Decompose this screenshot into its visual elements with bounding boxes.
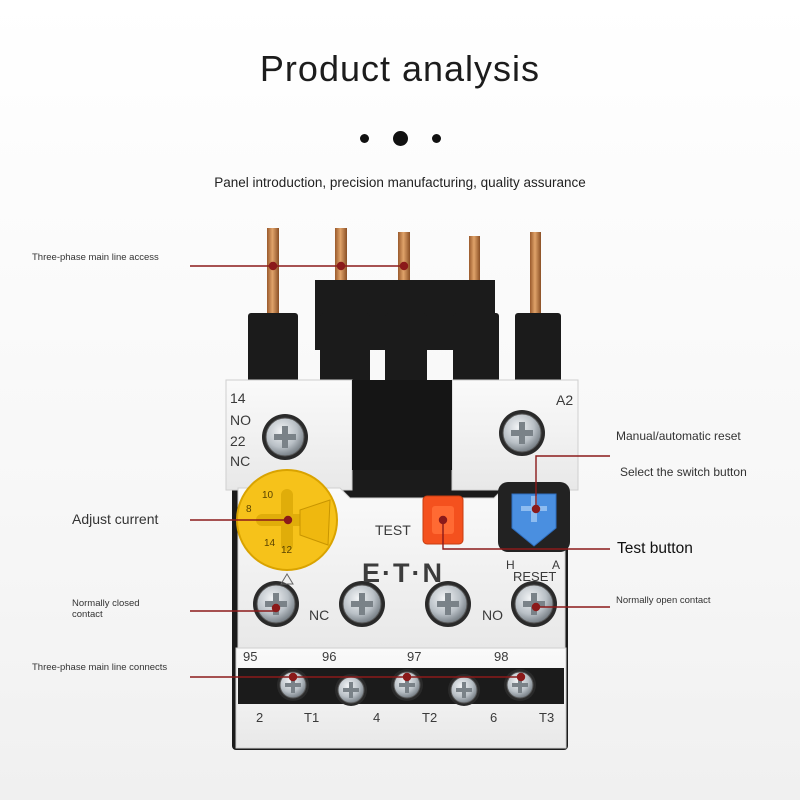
terminal-screw-a2: [498, 409, 546, 457]
bottom-terminal-4: 4: [373, 710, 380, 725]
contact-number-96: 96: [322, 649, 336, 664]
callout-normally-closed: Normally closed contact: [72, 598, 140, 620]
no-label: NO: [482, 607, 503, 623]
callout-adjust-current: Adjust current: [72, 511, 159, 527]
callout-three-phase-access: Three-phase main line access: [32, 252, 159, 263]
brand-logo: E·T·N: [362, 558, 444, 588]
callout-manual-reset: Manual/automatic reset: [616, 429, 741, 443]
page-subtitle: Panel introduction, precision manufactur…: [214, 175, 586, 190]
main-screw-4: [447, 673, 481, 707]
dial-value-14: 14: [264, 538, 276, 549]
bottom-terminal-t1: T1: [304, 710, 319, 725]
nc-label: NC: [309, 607, 329, 623]
pagination-dots: [0, 130, 800, 148]
terminal-label-14: 14: [230, 390, 246, 406]
dial-value-8: 8: [246, 504, 252, 515]
page-title: Product analysis: [259, 48, 541, 89]
terminal-label-a2: A2: [556, 392, 573, 408]
bottom-terminal-t3: T3: [539, 710, 554, 725]
bottom-terminal-t2: T2: [422, 710, 437, 725]
reset-mode-h: H: [506, 558, 515, 572]
bottom-terminal-2: 2: [256, 710, 263, 725]
terminal-label-nc: NC: [230, 453, 250, 469]
dot-1: [359, 134, 369, 144]
callout-normally-open: Normally open contact: [616, 595, 711, 606]
dial-value-12: 12: [281, 545, 293, 556]
main-screw-2: [334, 673, 368, 707]
callout-test-button: Test button: [617, 540, 693, 557]
callout-lines: [190, 261, 610, 682]
test-label: TEST: [375, 522, 411, 538]
contact-number-97: 97: [407, 649, 421, 664]
callout-three-phase-connects: Three-phase main line connects: [32, 662, 168, 673]
reset-mode-a: A: [552, 558, 560, 572]
dot-3: [431, 134, 441, 144]
contact-number-98: 98: [494, 649, 508, 664]
terminal-label-22: 22: [230, 433, 246, 449]
callout-select-switch: Select the switch button: [620, 465, 747, 479]
bottom-terminal-6: 6: [490, 710, 497, 725]
reset-button[interactable]: [498, 482, 570, 552]
contact-number-95: 95: [243, 649, 257, 664]
dot-2: [392, 131, 408, 147]
dial-value-10: 10: [262, 490, 274, 501]
terminal-screw-14-no: [261, 413, 309, 461]
terminal-label-no: NO: [230, 412, 251, 428]
reset-label: RESET: [513, 569, 556, 584]
